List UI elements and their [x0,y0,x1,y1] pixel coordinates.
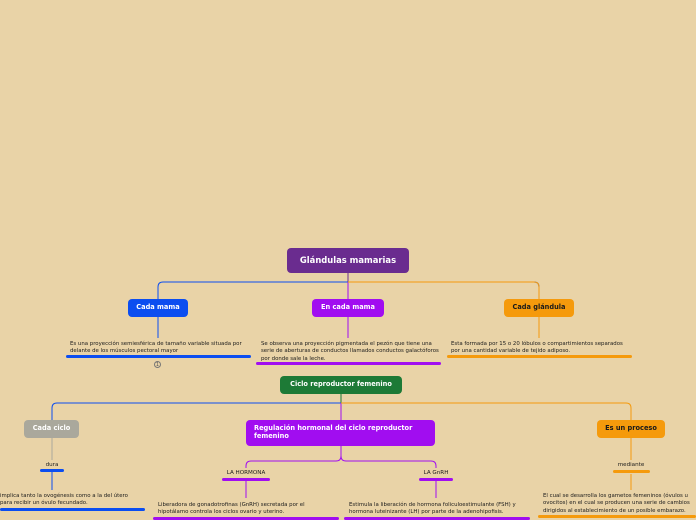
node-label: Ciclo reproductor femenino [290,380,392,389]
text-la-gnrh: Estimula la liberación de hormona folicu… [349,502,516,516]
node-cada-glandula[interactable]: Cada glándula [504,299,574,317]
root-node[interactable]: Glándulas mamarias [287,248,409,273]
label-la-gnrh: LA GnRH [423,470,449,476]
underline-es-un-proceso [538,515,696,518]
node-label: En cada mama [321,303,375,312]
count-badge[interactable]: 1 [154,361,161,368]
node-es-un-proceso[interactable]: Es un proceso [597,420,665,438]
node-label: Cada glándula [512,303,566,312]
node-cada-ciclo[interactable]: Cada ciclo [24,420,79,438]
underline-cada-glandula [447,355,632,358]
underline-dura [40,469,64,472]
text-cada-ciclo: implica tanto la ovogénesis como a la de… [0,493,128,507]
underline-mediante [613,470,650,473]
text-la-hormona: Liberadora de gonadotrofinas (GnRH) secr… [158,502,305,516]
underline-cada-mama [66,355,251,358]
node-cada-mama[interactable]: Cada mama [128,299,188,317]
underline-la-gnrh [419,478,453,481]
node-regulacion-hormonal[interactable]: Regulación hormonal del ciclo reproducto… [246,420,435,446]
underline-la-gnrh-text [344,517,530,520]
underline-la-hormona [222,478,270,481]
node-en-cada-mama[interactable]: En cada mama [312,299,384,317]
underline-cada-ciclo [0,508,145,511]
root-label: Glándulas mamarias [299,254,397,265]
node-label: Cada mama [136,303,180,312]
label-la-hormona: LA HORMONA [226,470,266,476]
text-cada-mama: Es una proyección semiesférica de tamaño… [70,341,242,355]
underline-la-hormona-text [153,517,339,520]
underline-en-cada-mama [256,362,441,365]
text-en-cada-mama: Se observa una proyección pigmentada el … [261,341,439,362]
node-label: Cada ciclo [32,424,71,433]
node-label: Es un proceso [605,424,657,433]
link-label-mediante: mediante [617,462,645,468]
node-ciclo-reproductor[interactable]: Ciclo reproductor femenino [280,376,402,394]
text-cada-glandula: Esta formada por 15 o 20 lóbulos o compa… [451,341,623,355]
link-label-dura: dura [45,462,59,468]
node-label: Regulación hormonal del ciclo reproducto… [254,424,413,440]
text-es-un-proceso: El cual se desarrolla los gametos femeni… [543,493,690,514]
